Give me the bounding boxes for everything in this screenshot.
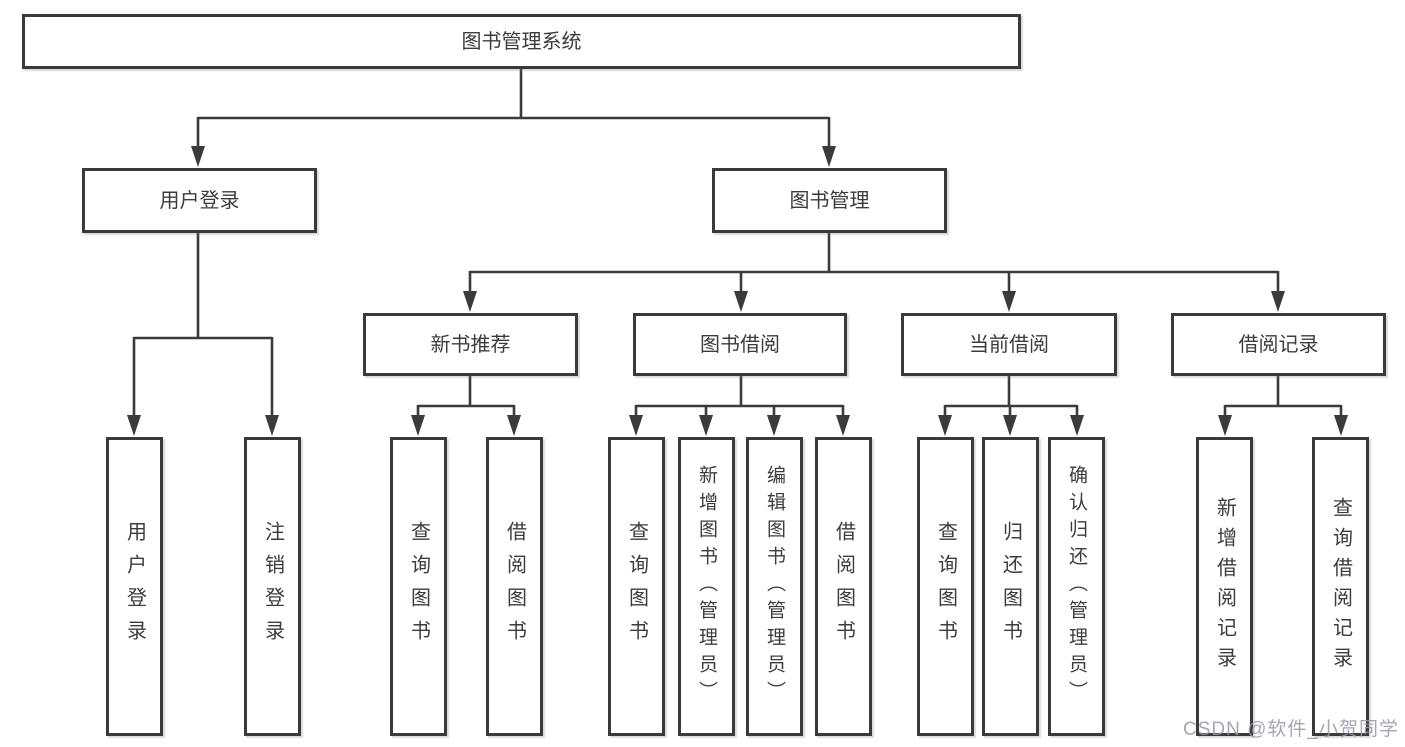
node-user-login: 用户登录 [82,168,317,233]
connector-borrowing-records [1218,376,1348,436]
connector-book-borrowing [629,376,850,436]
leaf-add-borrow-record: 新增借阅记录 [1196,437,1253,736]
connector-book-management [463,233,1285,312]
leaf-query-books-borrowing: 查询图书 [608,437,665,736]
leaf-logout: 注销登录 [244,437,301,736]
connector-user-login [127,233,279,436]
leaf-return-books: 归还图书 [982,437,1039,736]
leaf-borrow-books-recommend: 借阅图书 [486,437,543,736]
node-book-borrowing: 图书借阅 [633,313,847,376]
watermark: CSDN @软件_小贺同学 [1183,719,1399,740]
node-borrowing-records: 借阅记录 [1171,313,1386,376]
connector-current-borrowing [938,376,1084,436]
leaf-query-borrow-record: 查询借阅记录 [1312,437,1369,736]
leaf-confirm-return-admin: 确认归还（管理员） [1048,437,1105,736]
connector-new-book-recommend [411,376,521,436]
leaf-query-books-current: 查询图书 [917,437,974,736]
leaf-user-login: 用户登录 [106,437,163,736]
node-current-borrowing: 当前借阅 [901,313,1117,376]
node-book-management: 图书管理 [712,168,947,233]
connector-root [191,69,836,167]
node-library-system: 图书管理系统 [22,14,1021,69]
leaf-edit-books-admin: 编辑图书（管理员） [746,437,803,736]
node-new-book-recommend: 新书推荐 [363,313,578,376]
leaf-borrow-books-borrowing: 借阅图书 [815,437,872,736]
leaf-add-books-admin: 新增图书（管理员） [678,437,735,736]
leaf-query-books-recommend: 查询图书 [390,437,447,736]
